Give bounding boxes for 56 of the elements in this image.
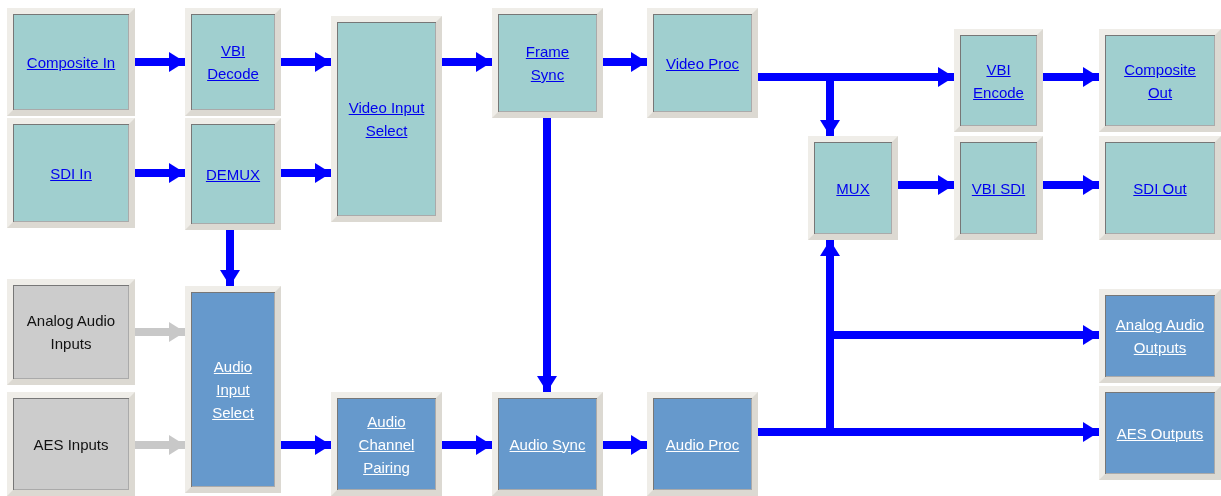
process-box xyxy=(1099,386,1221,480)
arrow xyxy=(537,118,557,392)
arrow xyxy=(1043,175,1099,195)
arrow xyxy=(281,52,331,72)
block-link: VBI Decode xyxy=(206,41,260,84)
arrow xyxy=(603,435,647,455)
process-box xyxy=(185,118,281,230)
arrow xyxy=(281,163,331,183)
block-link: VBI SDI xyxy=(971,178,1026,199)
process-box xyxy=(7,8,135,116)
process-box xyxy=(7,279,135,385)
block-link: Video Proc xyxy=(665,53,740,74)
arrow xyxy=(220,230,240,286)
arrow xyxy=(135,435,185,455)
process-box xyxy=(1099,136,1221,240)
block-link: SDI Out xyxy=(1133,178,1187,199)
block-link: AES Outputs xyxy=(1116,423,1204,444)
block-link: Composite In xyxy=(26,52,116,73)
block-link: DEMUX xyxy=(205,164,261,185)
block-link: Audio Input Select xyxy=(211,357,255,423)
process-box xyxy=(1099,29,1221,132)
block-label: AES Inputs xyxy=(33,434,109,455)
block-link: Audio Sync xyxy=(509,434,586,455)
arrow xyxy=(135,322,185,342)
arrow xyxy=(898,175,954,195)
process-box xyxy=(954,29,1043,132)
block-link: Composite Out xyxy=(1123,59,1197,103)
block-link: MUX xyxy=(836,178,870,199)
process-box xyxy=(954,136,1043,240)
process-box xyxy=(7,392,135,496)
block-label: Analog Audio Inputs xyxy=(25,311,117,354)
process-box xyxy=(7,118,135,228)
process-box xyxy=(185,286,281,493)
arrow xyxy=(135,163,185,183)
process-box xyxy=(331,392,442,496)
process-box xyxy=(647,8,758,118)
arrow xyxy=(1043,67,1099,87)
block-link: Frame Sync xyxy=(524,42,571,85)
arrow xyxy=(442,435,492,455)
arrow xyxy=(135,52,185,72)
arrow xyxy=(442,52,492,72)
block-link: SDI In xyxy=(50,163,92,184)
process-box xyxy=(808,136,898,240)
arrow xyxy=(281,435,331,455)
block-link: Audio Channel Pairing xyxy=(357,411,416,478)
block-link: VBI Encode xyxy=(972,59,1025,103)
block-link: Video Input Select xyxy=(347,98,426,141)
process-box xyxy=(1099,289,1221,383)
process-box xyxy=(185,8,281,116)
block-link: Analog Audio Outputs xyxy=(1114,315,1206,358)
process-box xyxy=(331,16,442,222)
block-link: Audio Proc xyxy=(665,434,740,455)
process-box xyxy=(492,8,603,118)
process-box xyxy=(647,392,758,496)
process-box xyxy=(492,392,603,496)
arrow xyxy=(603,52,647,72)
